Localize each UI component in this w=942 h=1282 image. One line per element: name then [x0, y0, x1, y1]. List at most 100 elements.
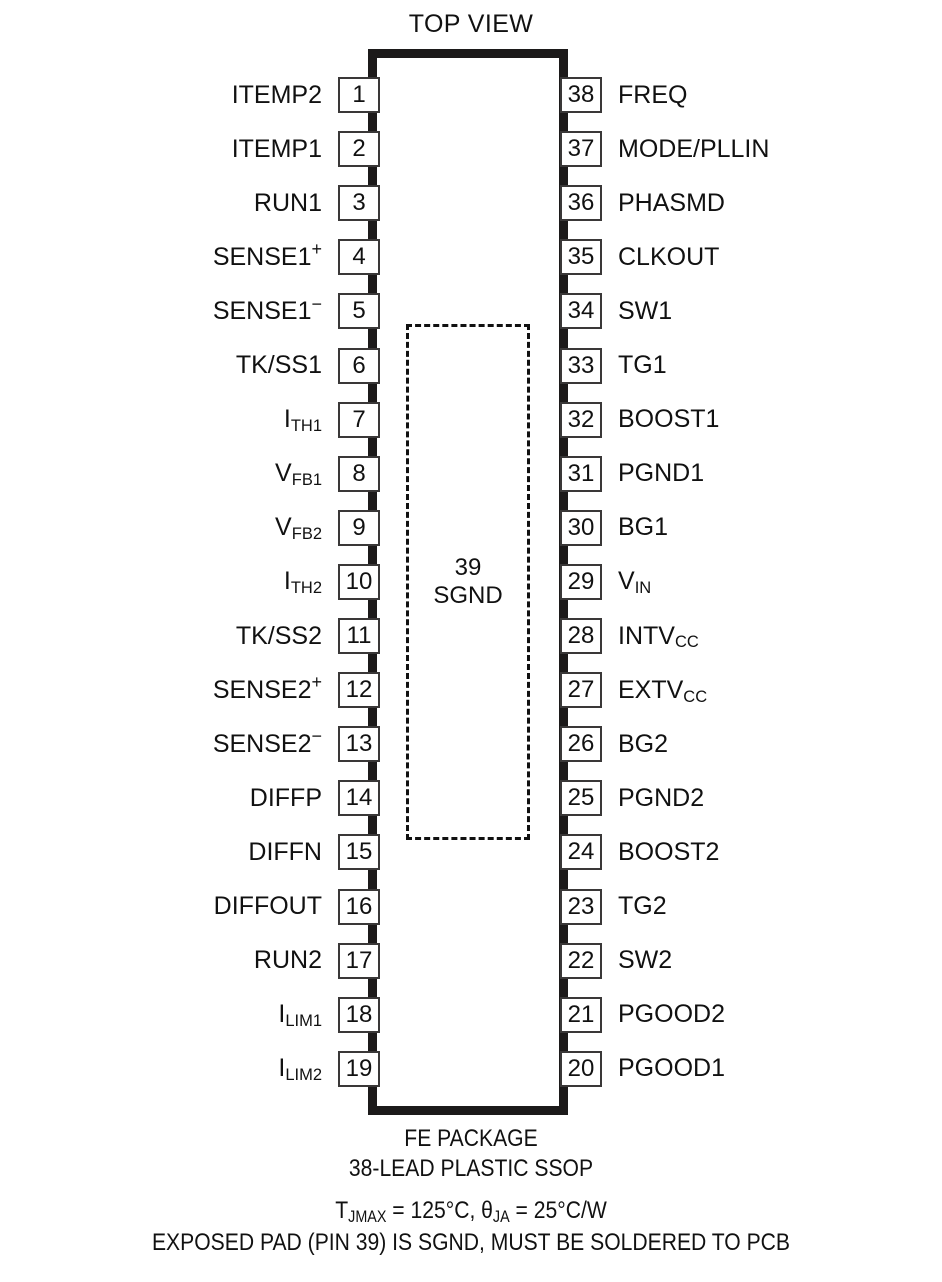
pin-label-28: INTVCC: [618, 621, 699, 652]
pin-label-37: MODE/PLLIN: [618, 134, 770, 163]
pin-number-box-21: 21: [560, 996, 602, 1033]
pin-number-box-14: 14: [338, 780, 380, 817]
pin-row-25: 25 PGND2: [560, 780, 910, 817]
pin-label-4: SENSE1+: [212, 239, 322, 271]
pin-label-2: ITEMP1: [231, 134, 322, 163]
caption-package-type: 38-LEAD PLASTIC SSOP: [348, 1155, 594, 1182]
pin-number-box-7: 7: [338, 401, 380, 438]
pin-label-13: SENSE2−: [212, 726, 322, 758]
pin-row-30: 30 BG1: [560, 509, 910, 546]
pin-label-24: BOOST2: [618, 837, 720, 866]
pin-number-box-26: 26: [560, 726, 602, 763]
pin-row-10: ITH2 10: [60, 563, 380, 600]
pin-label-27: EXTVCC: [618, 675, 708, 706]
pin-number-box-28: 28: [560, 618, 602, 654]
pin-row-26: 26 BG2: [560, 726, 910, 763]
pin-number-box-25: 25: [560, 780, 602, 817]
pin-row-14: DIFFP 14: [60, 780, 380, 817]
pin-row-27: 27 EXTVCC: [560, 672, 910, 709]
pin-number-box-34: 34: [560, 293, 602, 330]
pin-number-box-12: 12: [338, 672, 380, 709]
pin-number-box-4: 4: [338, 239, 380, 276]
pin-label-30: BG1: [618, 513, 669, 542]
pin-label-26: BG2: [618, 729, 669, 758]
pin-label-25: PGND2: [618, 783, 705, 812]
pin-row-24: 24 BOOST2: [560, 834, 910, 871]
pin-row-3: RUN1 3: [60, 185, 380, 222]
pin-row-32: 32 BOOST1: [560, 401, 910, 438]
pin-label-6: TK/SS1: [235, 351, 322, 379]
pin-label-18: ILIM1: [278, 1000, 322, 1031]
pin-label-38: FREQ: [618, 80, 688, 109]
pin-label-12: SENSE2+: [212, 672, 322, 704]
pin-label-34: SW1: [618, 296, 673, 325]
pin-label-1: ITEMP2: [231, 80, 322, 109]
pin-label-14: DIFFP: [249, 783, 322, 812]
pin-label-9: VFB2: [275, 513, 322, 544]
pin-label-32: BOOST1: [618, 405, 720, 434]
pin-label-19: ILIM2: [278, 1054, 322, 1085]
pin-row-37: 37 MODE/PLLIN: [560, 131, 910, 168]
caption-package-name: FE PACKAGE: [404, 1125, 538, 1152]
pin-number-box-13: 13: [338, 726, 380, 763]
pin-label-17: RUN2: [253, 946, 322, 975]
pin-number-box-37: 37: [560, 131, 602, 168]
pin-row-34: 34 SW1: [560, 293, 910, 330]
pin-label-22: SW2: [618, 946, 673, 975]
pin-number-box-32: 32: [560, 401, 602, 438]
pin-row-13: SENSE2− 13: [60, 726, 380, 763]
pin-label-8: VFB1: [275, 459, 322, 490]
pin-row-9: VFB2 9: [60, 509, 380, 546]
pin-number-box-29: 29: [560, 563, 602, 600]
pin-number-box-30: 30: [560, 509, 602, 546]
pin-label-7: ITH1: [283, 405, 322, 436]
exposed-pad-outline: 39 SGND: [406, 324, 530, 840]
pin-number-box-6: 6: [338, 347, 380, 384]
pin-label-31: PGND1: [618, 459, 705, 488]
pin-number-box-1: 1: [338, 77, 380, 113]
pin-number-box-2: 2: [338, 131, 380, 168]
caption-exposed-pad-note: EXPOSED PAD (PIN 39) IS SGND, MUST BE SO…: [151, 1229, 791, 1256]
pin-label-10: ITH2: [283, 567, 322, 598]
pin-number-box-10: 10: [338, 563, 380, 600]
pin-number-box-22: 22: [560, 942, 602, 979]
pin-label-5: SENSE1−: [212, 293, 322, 325]
pin-number-box-3: 3: [338, 185, 380, 222]
pin-label-3: RUN1: [253, 188, 322, 217]
pin-row-22: 22 SW2: [560, 942, 910, 979]
pin-label-11: TK/SS2: [235, 621, 322, 650]
pin-label-33: TG1: [618, 351, 667, 379]
pin-row-1: ITEMP2 1: [60, 77, 380, 113]
pin-label-23: TG2: [618, 892, 667, 920]
page-title: TOP VIEW: [408, 10, 534, 38]
pin-row-35: 35 CLKOUT: [560, 239, 910, 276]
pin-label-29: VIN: [618, 567, 652, 598]
pin-row-17: RUN2 17: [60, 942, 380, 979]
pin-number-box-23: 23: [560, 888, 602, 925]
pin-number-box-5: 5: [338, 293, 380, 330]
pin-row-23: 23 TG2: [560, 888, 910, 925]
pin-number-box-24: 24: [560, 834, 602, 871]
pin-number-box-36: 36: [560, 185, 602, 222]
pin-number-box-20: 20: [560, 1050, 602, 1087]
pin-number-box-17: 17: [338, 942, 380, 979]
pin-number-box-27: 27: [560, 672, 602, 709]
package-caption: FE PACKAGE 38-LEAD PLASTIC SSOP TJMAX = …: [0, 1124, 942, 1258]
pin-number-box-16: 16: [338, 888, 380, 925]
pin-number-box-11: 11: [338, 618, 380, 654]
pin-number-box-9: 9: [338, 509, 380, 546]
pin-label-35: CLKOUT: [618, 242, 720, 271]
pin-row-4: SENSE1+ 4: [60, 239, 380, 276]
pin-number-box-35: 35: [560, 239, 602, 276]
pin-row-29: 29 VIN: [560, 563, 910, 600]
pin-row-28: 28 INTVCC: [560, 618, 910, 654]
exposed-pad-label: 39 SGND: [433, 554, 503, 609]
